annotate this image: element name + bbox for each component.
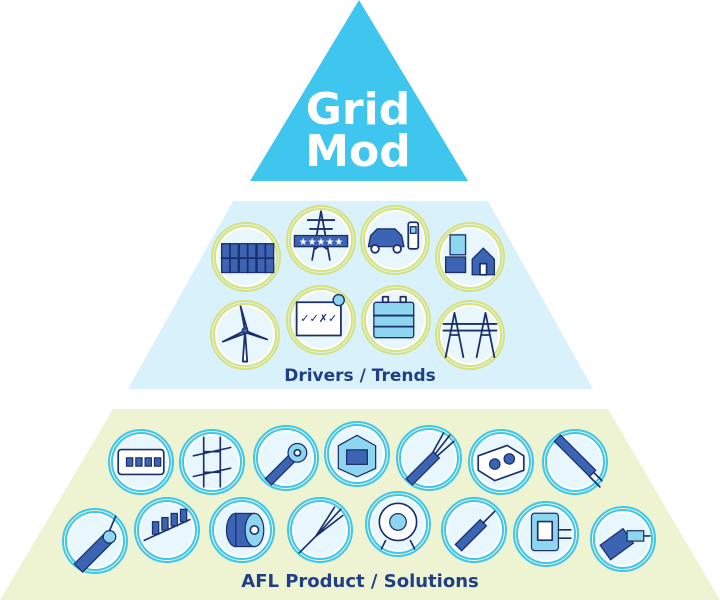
armored-cable-icon: [62, 508, 128, 574]
distribution-box-icon: [513, 501, 579, 567]
drivers-tier: [128, 201, 593, 389]
splice-enclosure-icon: [468, 429, 534, 495]
grid-mod-tier: [250, 0, 468, 181]
solutions-tier-label: AFL Product / Solutions: [241, 571, 478, 592]
energy-storage-battery-icon: [361, 285, 431, 355]
fusion-splicer-icon: [324, 421, 390, 487]
loose-tube-cable-icon: [396, 425, 462, 491]
fiber-strands-icon: [287, 497, 353, 563]
svg-text:✓✓✗✓: ✓✓✗✓: [300, 312, 337, 325]
wind-turbine-icon: [210, 300, 280, 370]
optical-test-instrument-icon: [365, 491, 431, 557]
lc-connector-icon: [590, 506, 656, 572]
smart-home-solar-battery-icon: [435, 222, 505, 292]
drivers-icon-group: ★★★★★ ✓✓✗✓: [210, 205, 505, 370]
solutions-icon-group: [62, 421, 656, 574]
transmission-tower-rating-icon: ★★★★★: [286, 205, 356, 275]
svg-text:★★★★★: ★★★★★: [299, 237, 344, 248]
grid-monitoring-dashboard-icon: ✓✓✗✓: [286, 285, 356, 355]
tier-title-line2: Mod: [305, 126, 411, 177]
drivers-tier-label: Drivers / Trends: [284, 366, 436, 386]
fiber-cleaning-tool-icon: [441, 497, 507, 563]
substation-icon: [435, 300, 505, 370]
monitoring-equipment-icon: [108, 429, 174, 495]
connector-hardware-icon: [134, 497, 200, 563]
tier-title-line1: Grid: [306, 84, 410, 135]
solar-panels-icon: [211, 222, 281, 292]
stranded-cable-icon: [542, 429, 608, 495]
electric-vehicle-charging-icon: [360, 205, 430, 275]
fiber-optic-cable-icon: [253, 425, 319, 491]
cable-hardware-bracket-icon: [179, 429, 245, 495]
cable-drum-icon: [209, 497, 275, 563]
